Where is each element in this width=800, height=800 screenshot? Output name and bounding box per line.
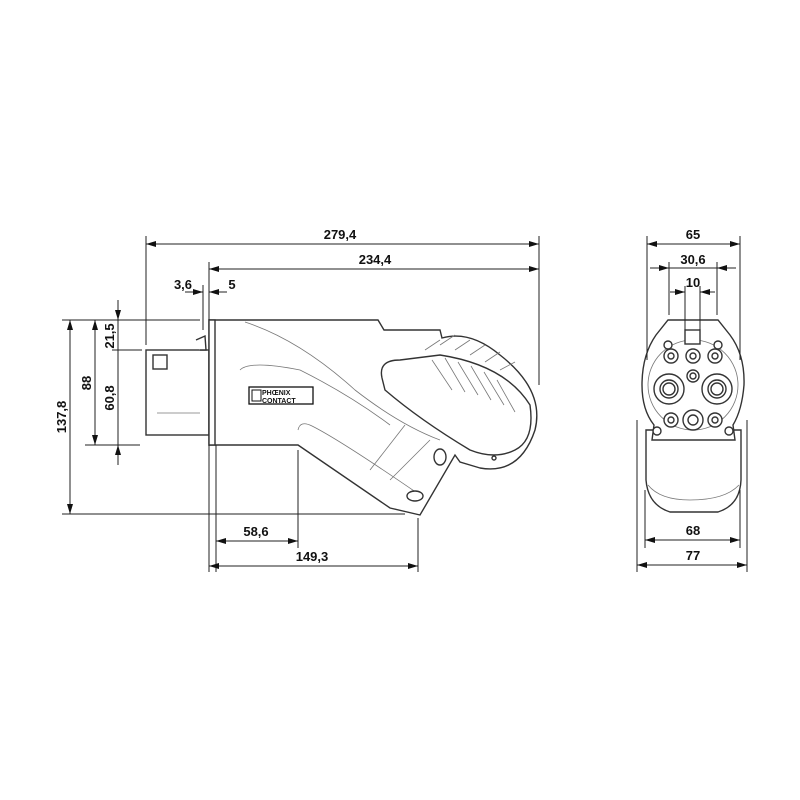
latch xyxy=(684,329,701,345)
cable-hole xyxy=(406,490,424,502)
contact-pins xyxy=(652,340,734,436)
svg-text:CONTACT: CONTACT xyxy=(262,398,296,405)
front-dimensions: 65 30,6 10 68 77 xyxy=(636,227,748,572)
dim-65: 65 xyxy=(686,227,700,242)
dim-5: 5 xyxy=(228,277,235,292)
dim-77: 77 xyxy=(686,548,700,563)
side-dimensions: 279,4 234,4 3,6 5 137,8 88 21,5 60,8 58,… xyxy=(54,227,540,572)
side-view: PHŒNIX CONTACT xyxy=(145,319,538,516)
dim-68: 68 xyxy=(686,523,700,538)
dim-234: 234,4 xyxy=(359,252,392,267)
dim-21-5: 21,5 xyxy=(102,323,117,348)
dim-88: 88 xyxy=(79,376,94,390)
front-lower-housing xyxy=(645,429,742,513)
phoenix-contact-logo: PHŒNIX CONTACT xyxy=(248,386,314,405)
dim-149-3: 149,3 xyxy=(296,549,329,564)
svg-text:PHŒNIX: PHŒNIX xyxy=(262,390,291,397)
grip-handle xyxy=(380,354,532,456)
dim-60-8: 60,8 xyxy=(102,385,117,410)
screw-hole xyxy=(433,448,447,466)
dim-279: 279,4 xyxy=(324,227,357,242)
dim-137-8: 137,8 xyxy=(54,401,69,434)
latch-hook xyxy=(195,334,207,351)
dim-3-6: 3,6 xyxy=(174,277,192,292)
grip-ribs xyxy=(424,334,516,413)
dim-30-6: 30,6 xyxy=(680,252,705,267)
dim-10: 10 xyxy=(686,275,700,290)
front-view xyxy=(641,319,745,513)
plug-window xyxy=(152,354,168,370)
dim-58-6: 58,6 xyxy=(243,524,268,539)
